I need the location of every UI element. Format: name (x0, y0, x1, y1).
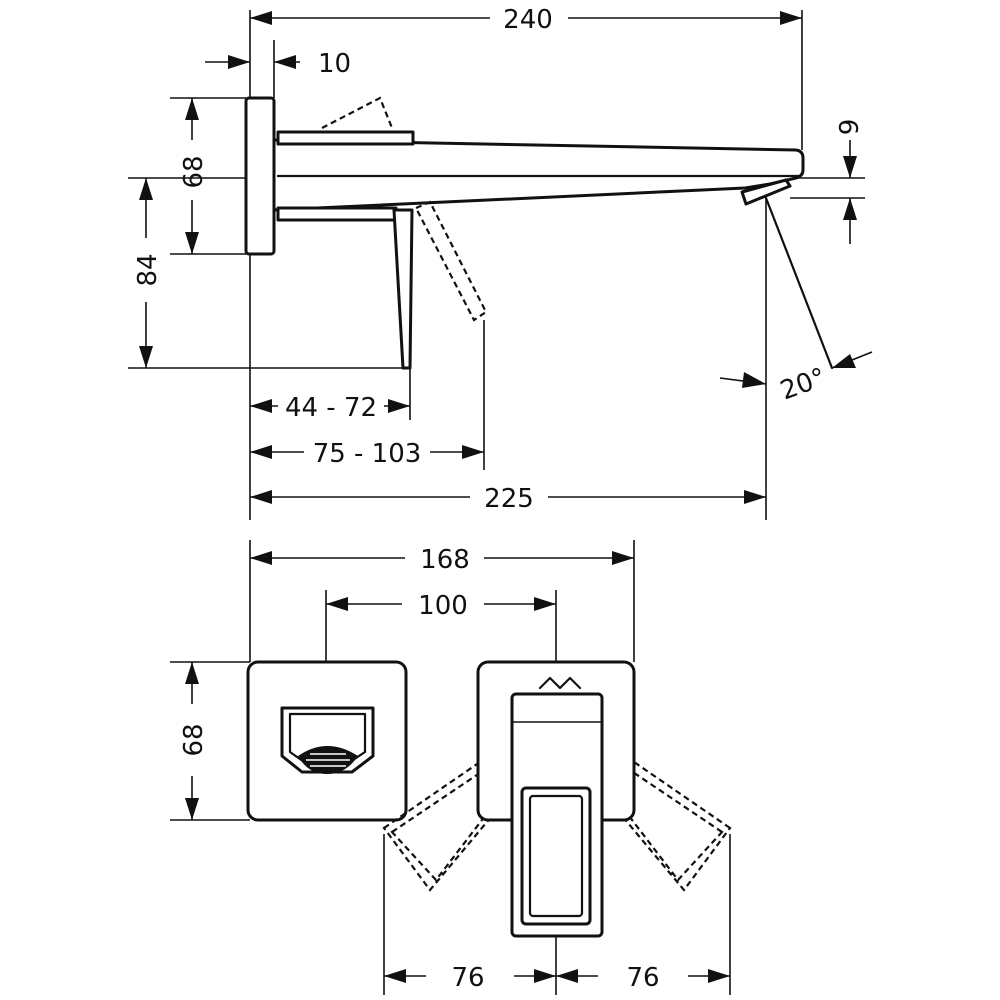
dim-68-side-label: 68 (179, 155, 209, 188)
lever-pulled-dashed (414, 200, 488, 322)
dim-20deg-label: 20° (776, 363, 830, 407)
dim-76-right-label: 76 (626, 963, 659, 993)
dim-68-front-label: 68 (179, 723, 209, 756)
dim-75-103-label: 75 - 103 (313, 439, 422, 469)
dim-168-label: 168 (420, 545, 470, 575)
dim-10-label: 10 (318, 49, 351, 79)
lever-raised-dashed (321, 96, 394, 129)
dim-44-72-label: 44 - 72 (285, 393, 377, 423)
front-view: 168 100 68 76 76 (170, 540, 732, 995)
dim-76-left-label: 76 (451, 963, 484, 993)
dim-100-label: 100 (418, 591, 468, 621)
dim-9-label: 9 (835, 119, 865, 136)
wall-plate (244, 96, 276, 256)
aerator (740, 178, 792, 206)
dim-240-label: 240 (503, 5, 553, 35)
dim-84-label: 84 (133, 253, 163, 286)
lever-handle (392, 208, 414, 370)
side-view: 240 10 68 84 9 20° 4 (128, 5, 873, 520)
dim-225-label: 225 (484, 484, 534, 514)
